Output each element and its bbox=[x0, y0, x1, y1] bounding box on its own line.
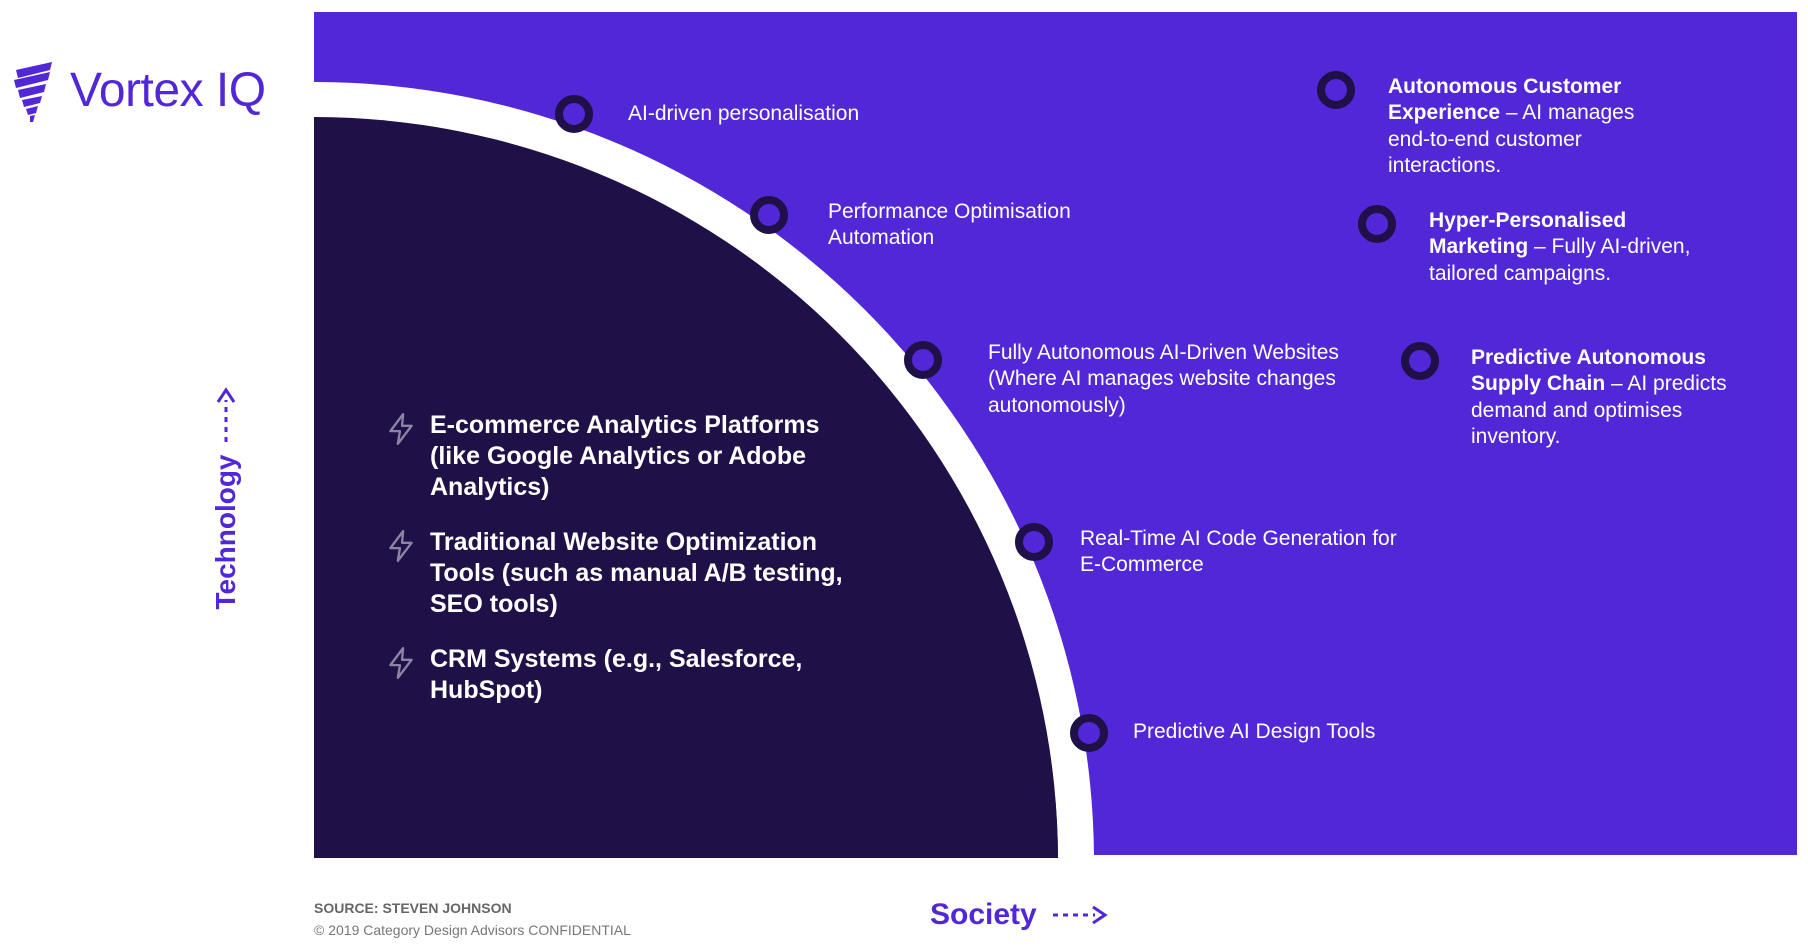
current-tools-list: E-commerce Analytics Platforms (like Goo… bbox=[384, 410, 844, 730]
marker-performance-automation bbox=[750, 196, 788, 234]
x-axis-label: Society bbox=[930, 898, 1037, 931]
future-item-title: Hyper-Personalised Marketing bbox=[1429, 209, 1627, 259]
x-axis: Society bbox=[930, 898, 1109, 932]
marker-hyper-personalised bbox=[1358, 205, 1396, 243]
marker-customer-experience bbox=[1317, 71, 1355, 109]
marker-ai-personalisation bbox=[555, 95, 593, 133]
current-tool-item: E-commerce Analytics Platforms (like Goo… bbox=[384, 410, 844, 503]
y-axis-arrow-icon bbox=[216, 387, 236, 443]
lightning-icon bbox=[389, 412, 413, 446]
future-item-title: Autonomous Customer Experience bbox=[1388, 75, 1622, 125]
future-item-hyper-personalised: Hyper-Personalised Marketing – Fully AI-… bbox=[1429, 208, 1719, 287]
brand-name: Vortex IQ bbox=[70, 64, 266, 117]
marker-code-generation bbox=[1015, 523, 1053, 561]
marker-supply-chain bbox=[1401, 342, 1439, 380]
current-tool-text: E-commerce Analytics Platforms (like Goo… bbox=[430, 411, 820, 501]
curve-label-predictive-design: Predictive AI Design Tools bbox=[1133, 720, 1376, 743]
marker-autonomous-websites bbox=[904, 341, 942, 379]
curve-label-code-generation: Real-Time AI Code Generation for E-Comme… bbox=[1080, 527, 1397, 577]
current-tool-item: Traditional Website Optimization Tools (… bbox=[384, 527, 844, 620]
x-axis-arrow-icon bbox=[1052, 905, 1108, 925]
present-area bbox=[314, 117, 1058, 858]
future-item-desc: – Fully AI-driven, tailored campaigns. bbox=[1429, 235, 1691, 285]
future-item-customer-experience: Autonomous Customer Experience – AI mana… bbox=[1388, 74, 1668, 179]
curve-label-ai-personalisation: AI-driven personalisation bbox=[628, 102, 860, 125]
vortex-logo-icon bbox=[14, 62, 52, 122]
future-item-desc: – AI manages end-to-end customer interac… bbox=[1388, 101, 1635, 177]
future-markers bbox=[1317, 71, 1439, 380]
lightning-icon bbox=[389, 529, 413, 563]
current-tool-text: Traditional Website Optimization Tools (… bbox=[430, 528, 843, 618]
current-tool-item: CRM Systems (e.g., Salesforce, HubSpot) bbox=[384, 644, 844, 706]
future-item-supply-chain: Predictive Autonomous Supply Chain – AI … bbox=[1471, 345, 1771, 450]
copyright-note: © 2019 Category Design Advisors CONFIDEN… bbox=[314, 922, 631, 939]
lightning-icon bbox=[389, 646, 413, 680]
current-tool-text: CRM Systems (e.g., Salesforce, HubSpot) bbox=[430, 645, 803, 704]
y-axis-label: Technology bbox=[210, 454, 241, 610]
curve-markers bbox=[555, 95, 1108, 752]
footer: SOURCE: STEVEN JOHNSON © 2019 Category D… bbox=[314, 897, 631, 942]
future-item-desc: – AI predicts demand and optimises inven… bbox=[1471, 372, 1727, 448]
brand-logo: Vortex IQ bbox=[10, 58, 266, 124]
marker-predictive-design bbox=[1070, 714, 1108, 752]
curve-label-autonomous-websites: Fully Autonomous AI-Driven Websites (Whe… bbox=[988, 341, 1339, 417]
curve-label-performance-automation: Performance Optimisation Automation bbox=[828, 200, 1071, 250]
y-axis: Technology bbox=[206, 383, 246, 613]
source-note: SOURCE: STEVEN JOHNSON bbox=[314, 900, 512, 916]
future-item-title: Predictive Autonomous Supply Chain bbox=[1471, 346, 1706, 396]
